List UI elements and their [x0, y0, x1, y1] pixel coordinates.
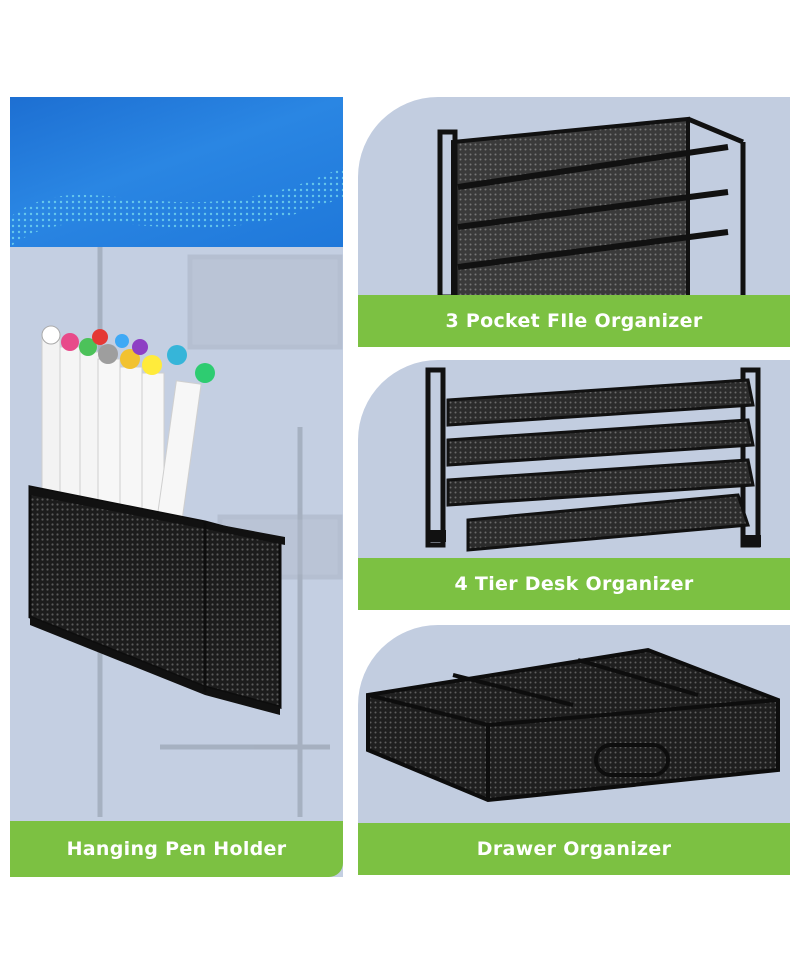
label-4-tier-desk-organizer: 4 Tier Desk Organizer [358, 558, 790, 610]
drawer-organizer-panel: Drawer Organizer [358, 625, 790, 875]
label-hanging-pen-holder: Hanging Pen Holder [10, 821, 343, 877]
pen-holder-illustration [28, 247, 343, 817]
label-3-pocket-file-organizer: 3 Pocket FIle Organizer [358, 295, 790, 347]
drawer-organizer-illustration [366, 647, 780, 803]
label-drawer-organizer: Drawer Organizer [358, 823, 790, 875]
markers-group [41, 325, 215, 528]
dot-wave-pattern [10, 167, 343, 247]
mesh-basket [28, 485, 285, 715]
blue-header-background [10, 97, 343, 247]
file-organizer-panel: 3 Pocket FIle Organizer [358, 97, 790, 347]
desk-organizer-illustration [425, 367, 761, 552]
desk-organizer-panel: 4 Tier Desk Organizer [358, 360, 790, 610]
hanging-pen-holder-panel: Hanging Pen Holder [10, 97, 343, 877]
